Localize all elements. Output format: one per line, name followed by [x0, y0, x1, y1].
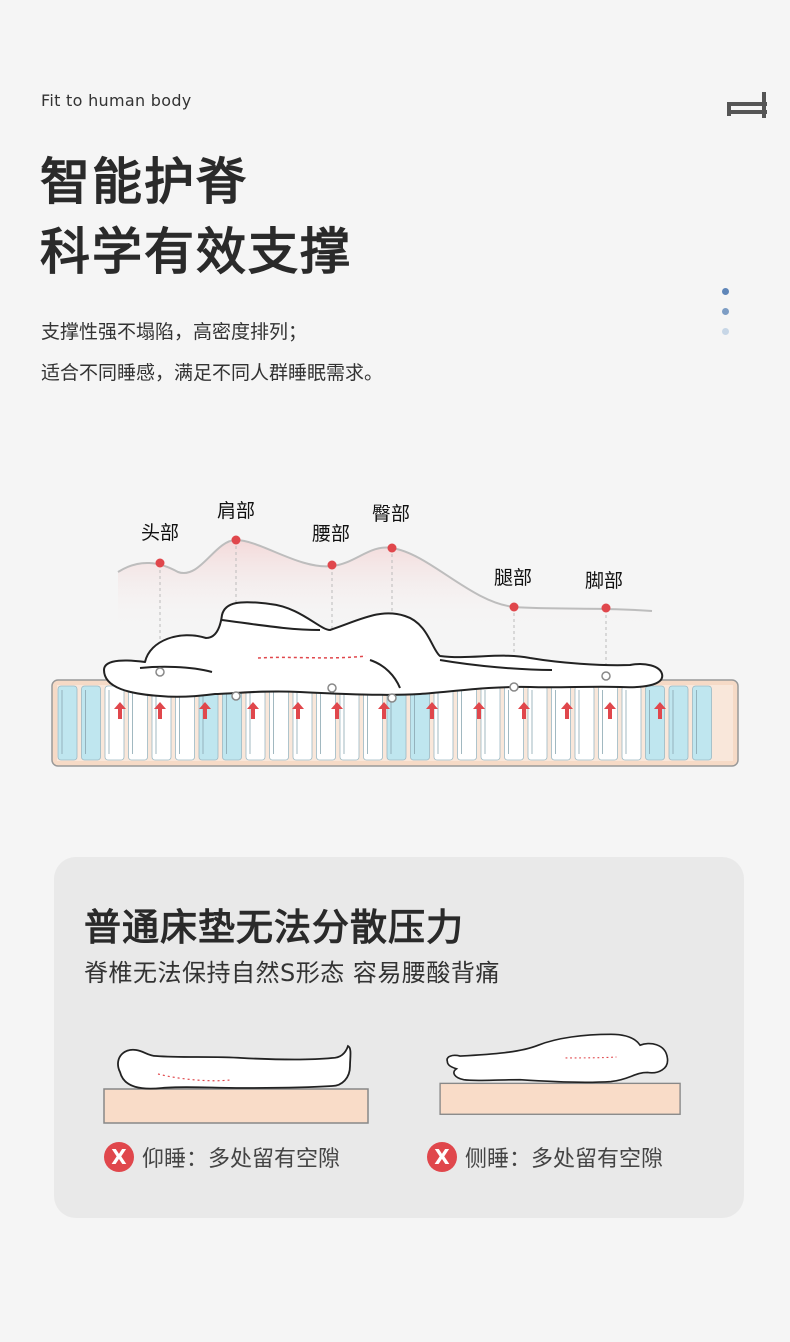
english-subtitle: Fit to human body	[41, 91, 192, 110]
comparison-card: 普通床垫无法分散压力 脊椎无法保持自然S形态 容易腰酸背痛 X 仰睡：多处留有空…	[54, 857, 744, 1218]
support-arrow-icon	[154, 702, 166, 719]
support-arrow-icon	[292, 702, 304, 719]
spring-coil	[621, 685, 642, 761]
support-arrow-icon	[604, 702, 616, 719]
spring-coil	[527, 685, 548, 761]
spring-coil	[81, 685, 101, 761]
support-arrow-icon	[199, 702, 211, 719]
spring-coil	[692, 685, 712, 761]
card-subtitle: 脊椎无法保持自然S形态 容易腰酸背痛	[84, 959, 500, 987]
label-head: 头部	[141, 522, 180, 544]
label-leg: 腿部	[494, 567, 533, 589]
indicator-dot	[722, 308, 729, 315]
bed-icon	[727, 92, 767, 118]
label-foot: 脚部	[585, 570, 624, 592]
support-arrow-icon	[561, 702, 573, 719]
x-icon: X	[104, 1142, 134, 1172]
description-line-2: 适合不同睡感，满足不同人群睡眠需求。	[41, 362, 384, 384]
spring-coil	[574, 685, 595, 761]
spine-line	[257, 655, 367, 659]
spring-coil	[316, 685, 336, 761]
mattress-flat	[103, 1088, 369, 1124]
mattress-flat	[439, 1082, 681, 1115]
support-arrow-icon	[247, 702, 259, 719]
title-line-2: 科学有效支撑	[40, 223, 352, 281]
spring-coil	[480, 685, 501, 761]
support-arrow-icon	[331, 702, 343, 719]
spring-coil	[104, 685, 125, 761]
spring-coil	[245, 685, 266, 761]
x-icon: X	[427, 1142, 457, 1172]
support-arrow-icon	[518, 702, 530, 719]
spring-coil	[551, 685, 571, 761]
label-waist: 腰部	[312, 523, 351, 545]
spring-coil	[457, 685, 477, 761]
back-sleeping-caption: X 仰睡：多处留有空隙	[104, 1141, 340, 1173]
label-hip: 臀部	[372, 503, 411, 525]
spring-coil	[410, 685, 430, 761]
indicator-dot	[722, 328, 729, 335]
back-sleeping-body	[117, 1044, 352, 1090]
spring-coil	[198, 685, 219, 761]
spring-coil	[292, 685, 313, 761]
title-line-1: 智能护脊	[40, 153, 248, 211]
side-sleeping-body	[446, 1033, 669, 1084]
spring-coil	[339, 685, 360, 761]
spring-coil	[504, 685, 524, 761]
spring-coil	[433, 685, 454, 761]
back-sleeping-caption-text: 仰睡：多处留有空隙	[142, 1147, 341, 1172]
spring-coil	[57, 685, 78, 761]
card-title: 普通床垫无法分散压力	[84, 906, 464, 949]
indicator-dot	[722, 288, 729, 295]
spring-coil	[128, 685, 148, 761]
support-arrow-icon	[426, 702, 438, 719]
description-line-1: 支撑性强不塌陷，高密度排列；	[41, 321, 308, 343]
spring-coil	[363, 685, 383, 761]
support-arrow-icon	[473, 702, 485, 719]
back-sleeping-illustration	[103, 1044, 369, 1124]
body-support-diagram: 头部 肩部 腰部 臀部 腿部 脚部	[0, 480, 790, 780]
side-sleeping-illustration	[439, 1033, 681, 1115]
support-arrow-icon	[654, 702, 666, 719]
spring-coil	[269, 685, 289, 761]
support-arrow-icon	[378, 702, 390, 719]
spring-coil	[598, 685, 618, 761]
spring-coil	[645, 685, 665, 761]
label-shoulder: 肩部	[217, 500, 256, 522]
side-sleeping-caption-text: 侧睡：多处留有空隙	[465, 1147, 664, 1172]
side-sleeping-caption: X 侧睡：多处留有空隙	[427, 1141, 663, 1173]
support-arrow-icon	[114, 702, 126, 719]
spring-coil	[668, 685, 689, 761]
page-indicator-dots	[721, 288, 731, 338]
side-sleeping-body	[103, 601, 664, 698]
